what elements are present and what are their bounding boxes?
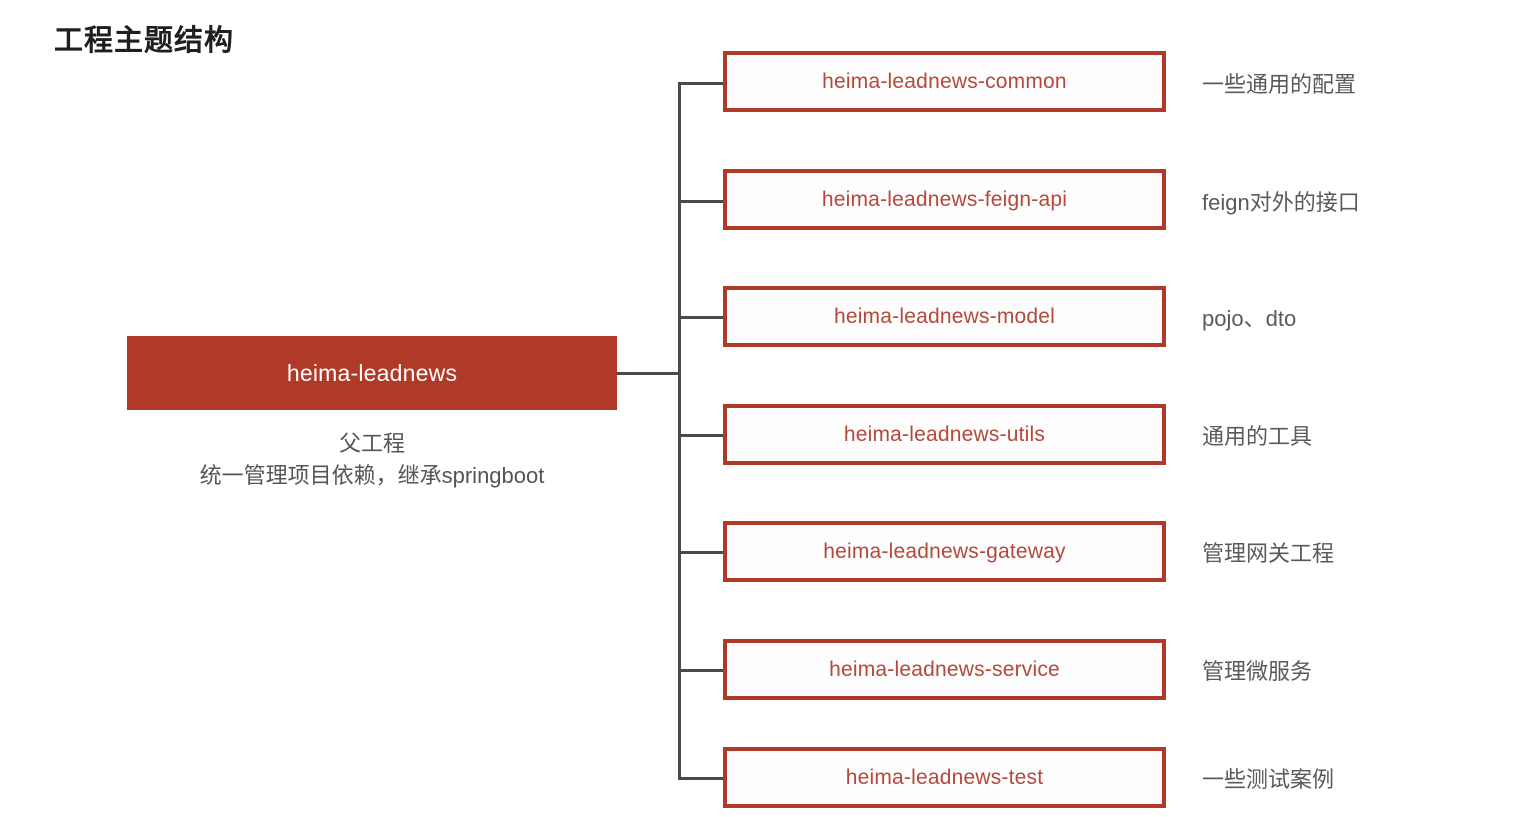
child-node-label: heima-leadnews-utils [843,422,1046,446]
child-node-label: heima-leadnews-model [833,304,1056,328]
annotation-utils: 通用的工具 [1202,424,1313,449]
child-node-label: heima-leadnews-test [845,765,1044,789]
annotation-model: pojo、dto [1202,306,1297,331]
root-node-label: heima-leadnews [286,359,458,386]
root-node-heima-leadnews[interactable]: heima-leadnews [127,336,617,410]
child-node-utils[interactable]: heima-leadnews-utils [723,404,1166,465]
child-node-model[interactable]: heima-leadnews-model [723,286,1166,347]
child-node-label: heima-leadnews-gateway [823,539,1066,563]
root-node-caption: 父工程 统一管理项目依赖，继承springboot [127,428,617,492]
branch-connector-1 [678,82,724,85]
branch-connector-3 [678,316,724,319]
root-stem-connector [617,372,681,375]
tree-spine [678,82,681,778]
child-node-common[interactable]: heima-leadnews-common [723,51,1166,112]
child-node-label: heima-leadnews-feign-api [821,187,1068,211]
child-node-service[interactable]: heima-leadnews-service [723,639,1166,700]
child-node-test[interactable]: heima-leadnews-test [723,747,1166,808]
child-node-gateway[interactable]: heima-leadnews-gateway [723,521,1166,582]
branch-connector-7 [678,777,724,780]
root-caption-line-2: 统一管理项目依赖，继承springboot [199,462,545,488]
annotation-test: 一些测试案例 [1202,767,1335,792]
branch-connector-5 [678,551,724,554]
branch-connector-4 [678,434,724,437]
branch-connector-2 [678,200,724,203]
annotation-feign-api: feign对外的接口 [1202,190,1360,215]
annotation-common: 一些通用的配置 [1202,72,1357,97]
child-node-label: heima-leadnews-common [822,69,1067,93]
root-caption-line-1: 父工程 [338,431,405,456]
child-node-label: heima-leadnews-service [829,657,1060,681]
branch-connector-6 [678,669,724,672]
annotation-gateway: 管理网关工程 [1202,541,1335,566]
annotation-service: 管理微服务 [1202,659,1313,684]
child-node-feign-api[interactable]: heima-leadnews-feign-api [723,169,1166,230]
page-title: 工程主题结构 [54,25,235,57]
